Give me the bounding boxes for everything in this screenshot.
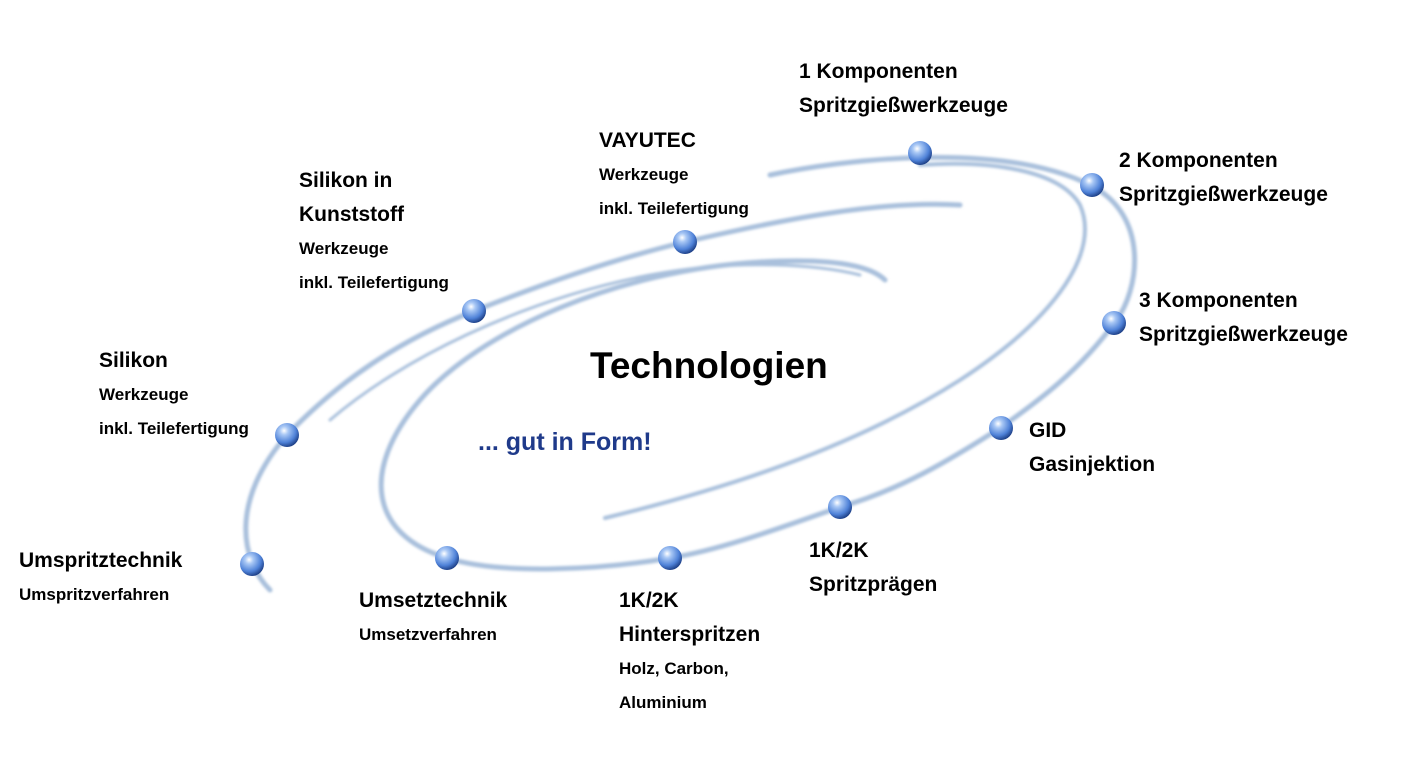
node-sphere-umsetz (435, 546, 459, 570)
label-line: 1 Komponenten (799, 60, 958, 83)
label-line: inkl. Teilefertigung (299, 273, 449, 292)
node-sphere-3k (1102, 311, 1126, 335)
label-line: Spritzgießwerkzeuge (1139, 323, 1348, 346)
label-line: Werkzeuge (599, 165, 689, 184)
label-silikon-in-kunststoff: Silikon in Kunststoff Werkzeuge inkl. Te… (299, 164, 449, 300)
node-sphere-vayutec (673, 230, 697, 254)
label-line: 1K/2K (619, 589, 679, 612)
label-2-komponenten: 2 Komponenten Spritzgießwerkzeuge (1119, 144, 1328, 212)
node-sphere-praegen (828, 495, 852, 519)
label-line: 2 Komponenten (1119, 149, 1278, 172)
label-line: VAYUTEC (599, 129, 696, 152)
label-line: Aluminium (619, 693, 707, 712)
label-umsetztechnik: Umsetztechnik Umsetzverfahren (359, 584, 507, 652)
label-spritzpraegen: 1K/2K Spritzprägen (809, 534, 937, 602)
swirl-arm-outer (378, 154, 1138, 572)
node-sphere-hinter (658, 546, 682, 570)
label-line: Umsetztechnik (359, 589, 508, 612)
node-sphere-sik (462, 299, 486, 323)
slogan: ... gut in Form! (478, 428, 652, 456)
swirl-arm-inner (603, 161, 1087, 520)
label-line: 3 Komponenten (1139, 289, 1298, 312)
label-line: Umspritztechnik (19, 549, 183, 572)
label-line: Gasinjektion (1029, 453, 1156, 476)
node-sphere-2k (1080, 173, 1104, 197)
label-line: 1K/2K (809, 539, 869, 562)
label-line: Spritzprägen (809, 573, 938, 596)
label-line: Spritzgießwerkzeuge (799, 94, 1008, 117)
label-3-komponenten: 3 Komponenten Spritzgießwerkzeuge (1139, 284, 1348, 352)
label-line: Werkzeuge (299, 239, 389, 258)
label-hinterspritzen: 1K/2K Hinterspritzen Holz, Carbon, Alumi… (619, 584, 760, 720)
label-line: Umspritzverfahren (19, 585, 170, 604)
node-sphere-silikon (275, 423, 299, 447)
label-line: Holz, Carbon, (619, 659, 729, 678)
label-line: Umsetzverfahren (359, 625, 497, 644)
node-sphere-1k (908, 141, 932, 165)
node-sphere-umspritz (240, 552, 264, 576)
label-line: Spritzgießwerkzeuge (1119, 183, 1328, 206)
diagram-title: Technologien (590, 345, 828, 386)
label-line: Silikon in (299, 169, 393, 192)
swirl-arm-inner-left (328, 263, 862, 422)
label-vayutec: VAYUTEC Werkzeuge inkl. Teilefertigung (599, 124, 749, 226)
node-sphere-gid (989, 416, 1013, 440)
label-line: Silikon (99, 349, 168, 372)
label-gid: GID Gasinjektion (1029, 414, 1155, 482)
label-line: inkl. Teilefertigung (99, 419, 249, 438)
label-line: Hinterspritzen (619, 623, 761, 646)
label-line: inkl. Teilefertigung (599, 199, 749, 218)
label-line: Werkzeuge (99, 385, 189, 404)
label-1-komponenten: 1 Komponenten Spritzgießwerkzeuge (799, 55, 1008, 123)
label-umspritztechnik: Umspritztechnik Umspritzverfahren (19, 544, 182, 612)
label-silikon: Silikon Werkzeuge inkl. Teilefertigung (99, 344, 249, 446)
label-line: Kunststoff (299, 203, 404, 226)
label-line: GID (1029, 419, 1067, 442)
